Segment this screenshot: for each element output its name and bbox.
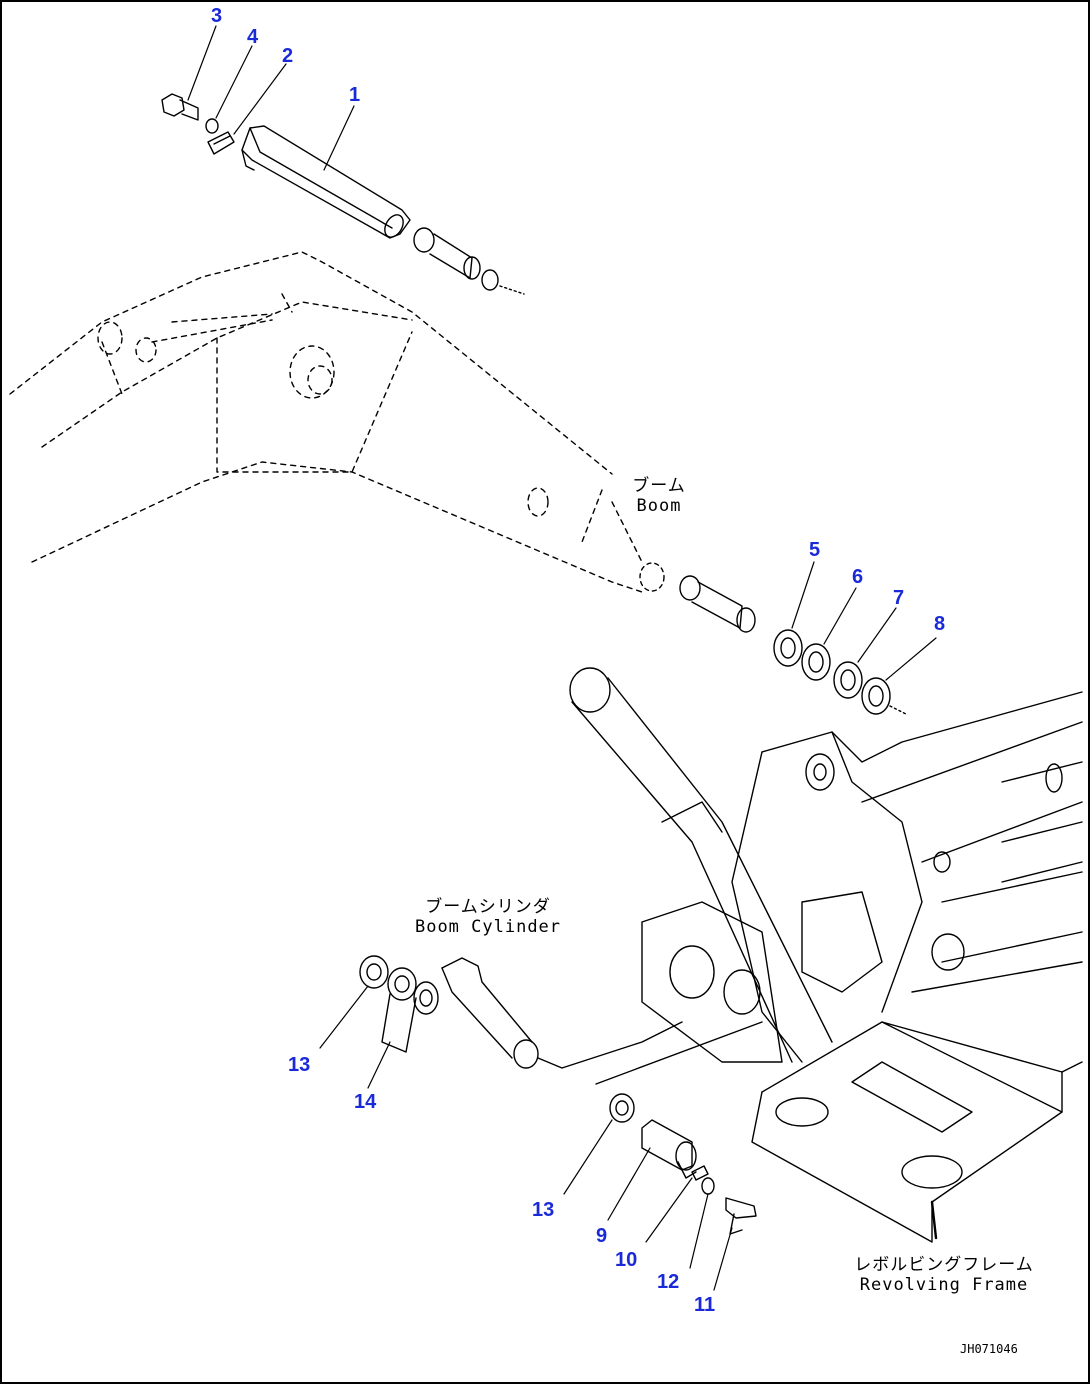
pin-10 (691, 1165, 709, 1181)
boom-label-jp: ブーム (632, 476, 686, 496)
boom-outline (9, 251, 643, 593)
callout-4: 4 (247, 26, 259, 48)
washer-13-mid (413, 981, 439, 1015)
callout-14: 14 (354, 1091, 377, 1113)
washer-4 (205, 118, 219, 134)
washer-5 (773, 629, 803, 667)
callout-1: 1 (349, 84, 361, 106)
bolt-11 (725, 1197, 757, 1235)
callout-7: 7 (893, 587, 905, 609)
revolving-frame (595, 691, 1083, 1243)
revolving-frame-label: レボルビングフレーム Revolving Frame (842, 1255, 1046, 1296)
leader-lines (187, 25, 937, 1291)
pin-2 (207, 131, 235, 155)
boom-label-en: Boom (636, 496, 682, 517)
bushing-top (413, 227, 525, 295)
boom-cylinder-label-jp: ブームシリンダ (425, 897, 551, 917)
bushing-middle (639, 562, 756, 633)
pin-1 (241, 125, 411, 239)
callout-8: 8 (934, 613, 946, 635)
bolt-3 (161, 93, 199, 121)
callout-13-left: 13 (288, 1054, 311, 1076)
callout-3: 3 (211, 5, 223, 27)
boom-label: ブーム Boom (612, 476, 706, 517)
bushing-14 (381, 967, 417, 1053)
washer-13-right (609, 1093, 635, 1123)
drawing-id: JH071046 (960, 1342, 1018, 1356)
boom-cylinder-label: ブームシリンダ Boom Cylinder (402, 897, 574, 938)
revolving-frame-label-jp: レボルビングフレーム (854, 1255, 1034, 1275)
washer-8 (861, 677, 907, 715)
callout-2: 2 (282, 45, 294, 67)
washer-12 (701, 1177, 715, 1195)
boom-cylinder-label-en: Boom Cylinder (414, 917, 562, 938)
callout-9: 9 (596, 1225, 608, 1247)
washer-6 (801, 643, 831, 681)
boom-cylinder-rod (569, 667, 833, 1063)
washer-13-left (359, 955, 389, 989)
washer-7 (833, 661, 863, 699)
callout-12: 12 (657, 1271, 680, 1293)
callout-10: 10 (615, 1249, 638, 1271)
callout-6: 6 (852, 566, 864, 588)
revolving-frame-label-en: Revolving Frame (859, 1275, 1029, 1296)
callout-13-right: 13 (532, 1199, 555, 1221)
callout-11: 11 (694, 1294, 716, 1316)
boom-cylinder-bottom (441, 957, 683, 1069)
callout-5: 5 (809, 539, 821, 561)
